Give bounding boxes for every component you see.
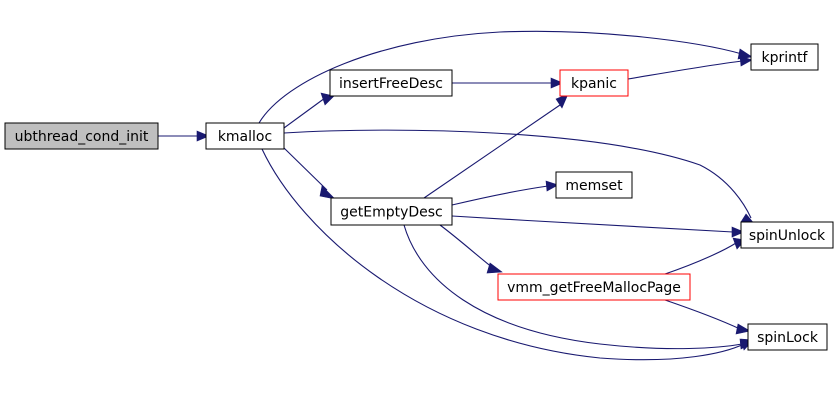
arrowhead-icon bbox=[735, 323, 751, 335]
edge-vmm_getFreeMallocPage-to-spinLock bbox=[664, 299, 751, 335]
edge-kmalloc-to-getEmptyDesc bbox=[283, 147, 336, 200]
edge-kmalloc-to-spinLock bbox=[261, 148, 754, 361]
edges-layer bbox=[158, 30, 757, 361]
node-box[interactable] bbox=[555, 171, 633, 199]
node-box[interactable] bbox=[740, 221, 834, 249]
node-box[interactable] bbox=[750, 43, 819, 71]
node-vmm_getFreeMallocPage[interactable]: vmm_getFreeMallocPage bbox=[497, 273, 691, 301]
arrowhead-icon bbox=[550, 77, 564, 89]
arrowhead-icon bbox=[196, 130, 210, 142]
node-spinUnlock[interactable]: spinUnlock bbox=[740, 221, 834, 249]
edge-line bbox=[451, 185, 549, 206]
edge-ubthread_cond_init-to-kmalloc bbox=[158, 130, 210, 142]
node-memset[interactable]: memset bbox=[555, 171, 633, 199]
arrowhead-icon bbox=[731, 226, 745, 238]
arrowhead-icon bbox=[545, 180, 559, 192]
edge-getEmptyDesc-to-vmm_getFreeMallocPage bbox=[439, 224, 503, 274]
node-getEmptyDesc[interactable]: getEmptyDesc bbox=[330, 197, 453, 226]
node-ubthread_cond_init[interactable]: ubthread_cond_init bbox=[4, 122, 159, 150]
node-spinLock[interactable]: spinLock bbox=[747, 323, 828, 351]
edge-line bbox=[283, 129, 752, 219]
node-box[interactable] bbox=[329, 69, 453, 97]
node-kprintf[interactable]: kprintf bbox=[750, 43, 819, 71]
edge-vmm_getFreeMallocPage-to-spinUnlock bbox=[664, 237, 746, 275]
edge-line bbox=[423, 104, 561, 199]
node-box[interactable] bbox=[330, 197, 453, 226]
edge-line bbox=[451, 215, 734, 233]
node-box[interactable] bbox=[747, 323, 828, 351]
arrowhead-icon bbox=[486, 262, 503, 274]
arrowhead-icon bbox=[319, 185, 336, 200]
edge-insertFreeDesc-to-kpanic bbox=[452, 77, 564, 89]
edge-line bbox=[261, 148, 745, 361]
node-kmalloc[interactable]: kmalloc bbox=[205, 122, 285, 150]
edge-line bbox=[258, 30, 743, 124]
arrowhead-icon bbox=[739, 55, 753, 67]
node-insertFreeDesc[interactable]: insertFreeDesc bbox=[329, 69, 453, 97]
edge-getEmptyDesc-to-spinUnlock bbox=[451, 215, 745, 238]
edge-kmalloc-to-insertFreeDesc bbox=[283, 92, 335, 129]
node-box[interactable] bbox=[205, 122, 285, 150]
edge-line bbox=[627, 60, 743, 80]
nodes-layer: ubthread_cond_init kmalloc insertFreeDesc k… bbox=[4, 43, 834, 351]
edge-line bbox=[664, 242, 737, 275]
edge-kpanic-to-kprintf bbox=[627, 55, 753, 80]
edge-getEmptyDesc-to-memset bbox=[451, 180, 559, 206]
node-box[interactable] bbox=[4, 122, 159, 150]
edge-line bbox=[283, 147, 328, 191]
node-box[interactable] bbox=[559, 69, 629, 97]
edge-line bbox=[283, 97, 326, 129]
arrowhead-icon bbox=[739, 338, 753, 350]
node-box[interactable] bbox=[497, 273, 691, 301]
edge-getEmptyDesc-to-spinLock bbox=[403, 224, 753, 350]
edge-line bbox=[439, 224, 494, 269]
edge-line bbox=[403, 224, 743, 350]
node-kpanic[interactable]: kpanic bbox=[559, 69, 629, 97]
edge-line bbox=[664, 299, 741, 330]
